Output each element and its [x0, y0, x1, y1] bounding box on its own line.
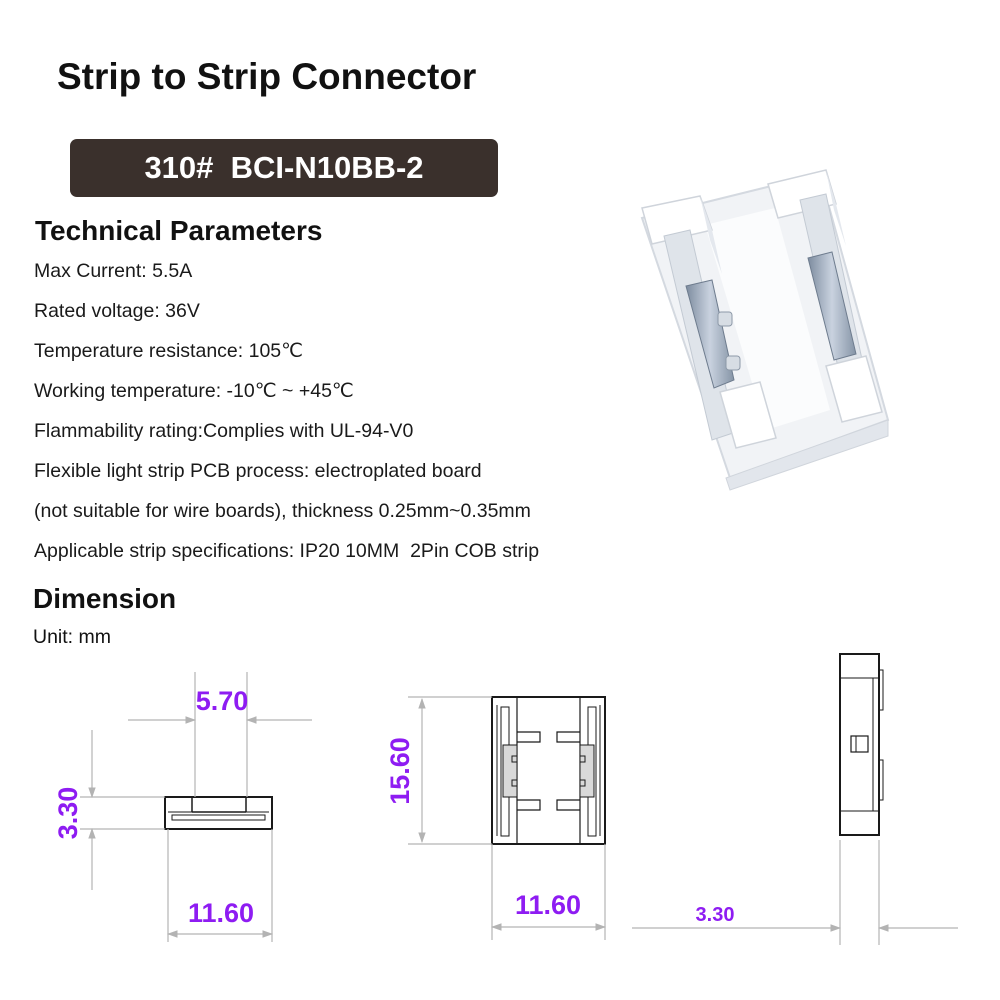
side-width-label: 3.30 — [696, 904, 735, 926]
model-badge: 310# BCI-N10BB-2 — [70, 139, 498, 197]
technical-parameters-heading: Technical Parameters — [35, 215, 323, 246]
front-height-label: 3.30 — [53, 787, 83, 840]
param-rated-voltage: Rated voltage: 36V — [34, 300, 200, 322]
front-top-width-label: 5.70 — [196, 686, 249, 716]
param-strip-spec: Applicable strip specifications: IP20 10… — [34, 540, 540, 562]
front-view-dimensions — [80, 672, 312, 942]
unit-label: Unit: mm — [33, 626, 111, 648]
param-max-current: Max Current: 5.5A — [34, 260, 193, 282]
dimension-heading: Dimension — [33, 583, 177, 614]
param-pcb-thickness: (not suitable for wire boards), thicknes… — [34, 500, 531, 522]
param-working-temperature: Working temperature: -10℃ ~ +45℃ — [34, 380, 354, 402]
page-title: Strip to Strip Connector — [57, 56, 477, 97]
front-bottom-width-label: 11.60 — [188, 898, 254, 928]
side-view-dimensions — [632, 840, 958, 945]
param-pcb-process: Flexible light strip PCB process: electr… — [34, 460, 482, 482]
top-width-label: 11.60 — [515, 890, 581, 920]
param-flammability: Flammability rating:Complies with UL-94-… — [34, 420, 414, 442]
top-view-dimensions — [408, 696, 607, 940]
front-view-drawing — [164, 796, 273, 830]
connector-product-render — [640, 169, 890, 491]
top-view-drawing — [491, 696, 606, 845]
top-length-label: 15.60 — [385, 737, 415, 805]
side-view-drawing — [839, 653, 884, 836]
param-temperature-resistance: Temperature resistance: 105℃ — [34, 340, 304, 362]
